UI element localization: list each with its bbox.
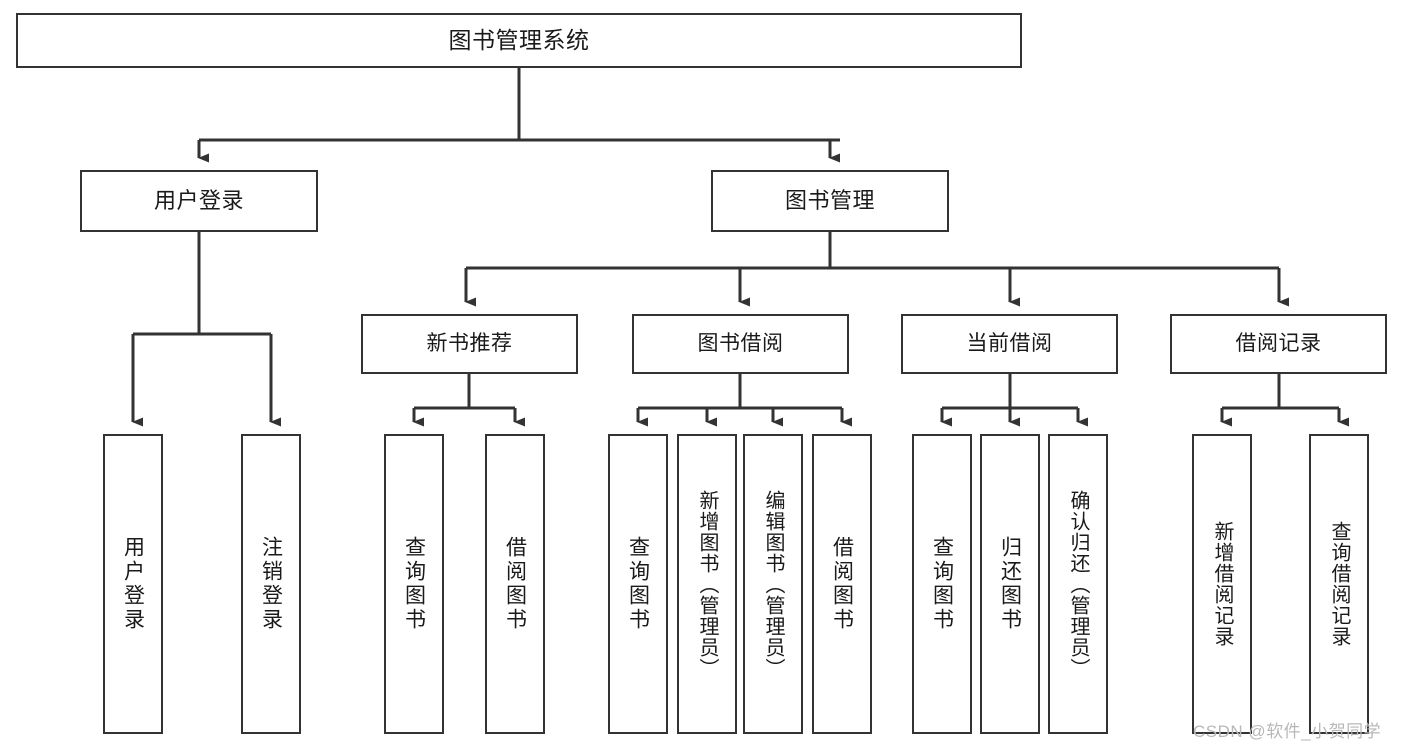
edge-current-to-leaves [940, 374, 1088, 427]
node-label: 借阅记录 [1235, 332, 1322, 356]
csdn-watermark: CSDN @软件_小贺同学 [1193, 722, 1382, 741]
edge-root-to-level1 [197, 68, 840, 163]
leaf-query-borrow-record[interactable]: 查询借阅记录 [1309, 434, 1369, 734]
node-book-management[interactable]: 图书管理 [711, 170, 949, 232]
leaf-user-login[interactable]: 用户登录 [103, 434, 163, 734]
node-label: 新增图书（管理员） [696, 489, 718, 679]
node-new-book-recommendation[interactable]: 新书推荐 [361, 314, 578, 374]
leaf-logout-login[interactable]: 注销登录 [241, 434, 301, 734]
node-label: 新书推荐 [426, 332, 513, 356]
node-label: 查询图书 [930, 536, 954, 632]
leaf-confirm-return-admin[interactable]: 确认归还（管理员） [1048, 434, 1108, 734]
leaf-borrow-book[interactable]: 借阅图书 [812, 434, 872, 734]
edge-records-to-leaves [1220, 374, 1349, 427]
node-label: 借阅图书 [503, 536, 527, 632]
node-label: 图书管理 [784, 187, 875, 213]
node-label: 注销登录 [259, 536, 283, 632]
leaf-query-book-current[interactable]: 查询图书 [912, 434, 972, 734]
node-label: 图书管理系统 [448, 26, 590, 53]
node-label: 用户登录 [121, 536, 145, 632]
node-label: 查询图书 [402, 536, 426, 632]
leaf-return-book[interactable]: 归还图书 [980, 434, 1040, 734]
edge-books-to-level2 [464, 232, 1289, 307]
node-current-borrowing[interactable]: 当前借阅 [901, 314, 1118, 374]
leaf-query-book-borrow[interactable]: 查询图书 [608, 434, 668, 734]
leaf-add-borrow-record[interactable]: 新增借阅记录 [1192, 434, 1252, 734]
leaf-edit-book-admin[interactable]: 编辑图书（管理员） [743, 434, 803, 734]
node-label: 图书借阅 [697, 332, 784, 356]
node-label: 确认归还（管理员） [1067, 489, 1089, 679]
node-label: 归还图书 [998, 536, 1022, 632]
edge-recommend-to-leaves [412, 374, 525, 427]
edge-login-to-leaves [131, 232, 281, 427]
node-label: 查询图书 [626, 536, 650, 632]
node-book-borrowing[interactable]: 图书借阅 [632, 314, 849, 374]
node-root-book-management-system[interactable]: 图书管理系统 [16, 13, 1022, 68]
node-user-login[interactable]: 用户登录 [80, 170, 318, 232]
node-label: 借阅图书 [830, 536, 854, 632]
node-label: 查询借阅记录 [1328, 521, 1350, 647]
node-borrowing-records[interactable]: 借阅记录 [1170, 314, 1387, 374]
node-label: 用户登录 [153, 187, 244, 213]
node-label: 当前借阅 [966, 332, 1053, 356]
edge-borrow-to-leaves [636, 374, 852, 427]
leaf-add-book-admin[interactable]: 新增图书（管理员） [677, 434, 737, 734]
node-label: 编辑图书（管理员） [762, 489, 784, 679]
node-label: 新增借阅记录 [1211, 521, 1233, 647]
leaf-query-book-recommend[interactable]: 查询图书 [384, 434, 444, 734]
leaf-borrow-book-recommend[interactable]: 借阅图书 [485, 434, 545, 734]
